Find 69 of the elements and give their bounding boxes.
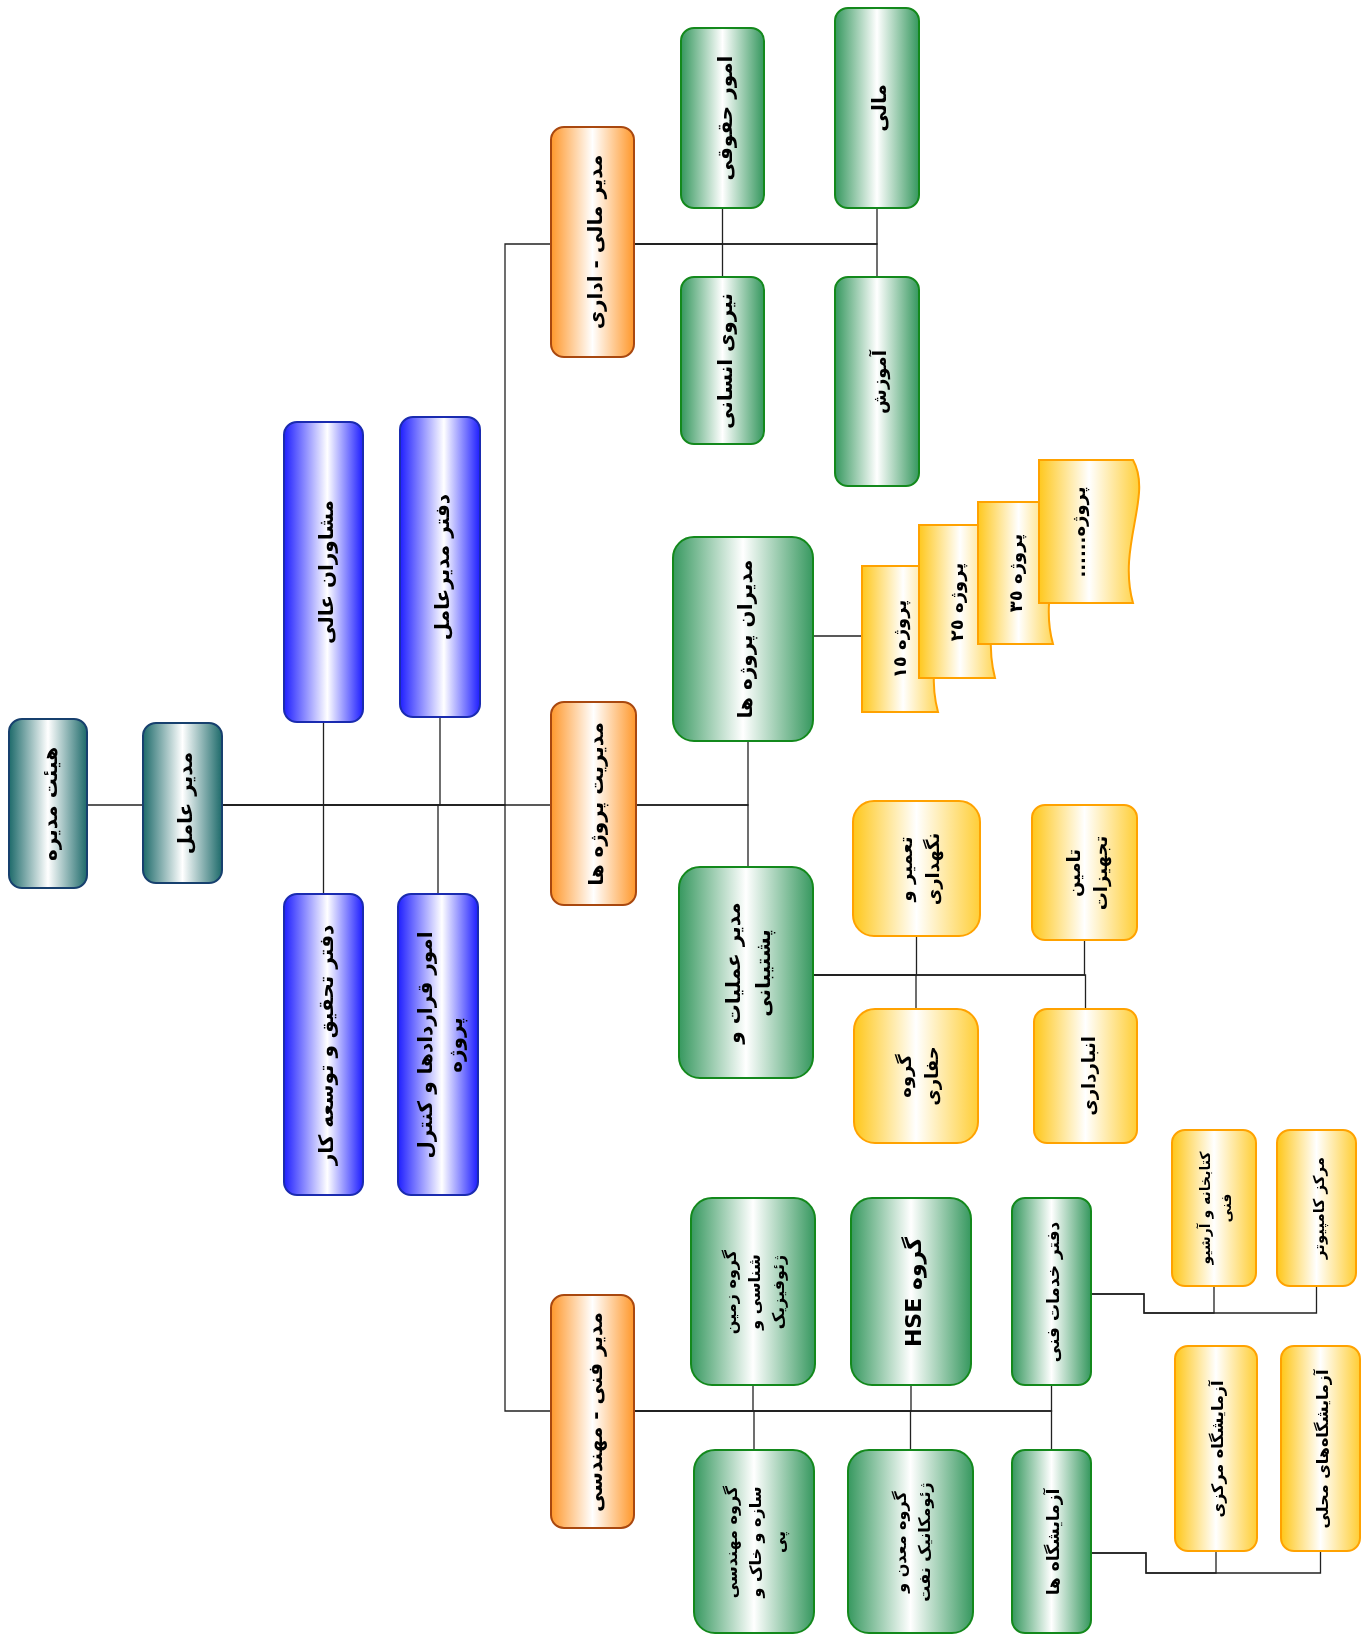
org-box [853,1008,979,1144]
box-label: کتابخانه و آرشیو فنی [1195,1150,1235,1267]
box-label: امور قراردادها و کنترل پروژه [412,930,469,1160]
box-label: امور حقوقی [711,54,738,183]
box-label: تامین تجهیزات [1061,834,1113,912]
org-box [678,866,814,1079]
box-label: تعمیر و نگهداری [893,831,945,907]
box-label: هیئت مدیره [37,745,63,863]
org-box [142,722,223,884]
box-label: مالی [866,83,892,134]
org-box [1171,1129,1257,1287]
connector-line [813,974,1087,1009]
org-box [283,893,364,1196]
box-label: دفتر خدمات فنی [1041,1220,1064,1364]
org-box [397,893,479,1196]
org-box [550,701,637,906]
org-box [550,1294,635,1529]
box-label: گروه معدن و ژئومکانیک نفت [889,1480,935,1604]
org-box [690,1197,816,1386]
box-label: مدیر فنی - مهندسی [581,1310,608,1514]
box-label: دفتر تحقیق و توسعه کار [312,923,339,1168]
box-label: پروژه ۲٥ [944,561,969,643]
box-label: نیروی انسانی [711,291,738,431]
org-box [834,7,920,209]
box-label: مدیریت پروژه ها [582,720,610,888]
org-box [1031,804,1138,941]
org-box [680,276,765,445]
box-label: آزمایشگاه مرکزی [1207,1379,1228,1519]
org-box [1174,1345,1258,1552]
org-box [1033,1008,1138,1144]
box-label: آزمایشگاه‌های محلی [1311,1367,1333,1531]
box-label: مدیران پروژه ها [732,558,759,721]
connector-line [636,804,749,867]
box-label: گروه مهندسی سازه و خاک و پی [721,1484,790,1601]
connector-line [634,243,878,277]
box-label: آموزش [867,348,891,416]
box-label: مدیر مالی - اداری [581,153,608,332]
box-label: انبارداری [1076,1035,1100,1118]
org-box [283,421,364,723]
org-box [1011,1197,1092,1386]
box-label: پروژه ۳٥ [1003,532,1028,615]
box-label: پروژه ۱٥ [887,598,912,681]
box-label: مرکز کامپیوتر [1308,1155,1329,1262]
box-label: گروه زمین شناسی و ژئوفیزیک [720,1248,789,1336]
org-box [672,536,814,742]
connector-line [1091,1551,1322,1574]
box-label: آزمایشگاه ها [1041,1487,1064,1597]
org-box [399,416,481,718]
box-label: مشاوران عالی [312,499,339,646]
org-box [847,1449,974,1634]
org-box [680,27,765,209]
box-label: مدیر عملیات و پشتیبانی [720,900,777,1047]
box-label: پروژه...... [1066,484,1091,580]
org-box [550,126,635,358]
org-box [1276,1129,1357,1287]
org-box [1011,1449,1092,1634]
box-label: دفتر مدیرعامل [429,492,455,643]
org-box [693,1449,815,1634]
connector-line [1091,1286,1318,1314]
box-label: گروه HSE [899,1235,928,1349]
box-label: مدیر عامل [171,750,198,857]
org-box [850,1197,972,1386]
org-box [852,800,981,937]
box-label: گروه حفاری [893,1045,943,1108]
connector-line [87,804,143,806]
org-box [1280,1345,1361,1552]
org-box [834,276,920,487]
connector-line [813,635,862,637]
org-box [8,718,88,889]
